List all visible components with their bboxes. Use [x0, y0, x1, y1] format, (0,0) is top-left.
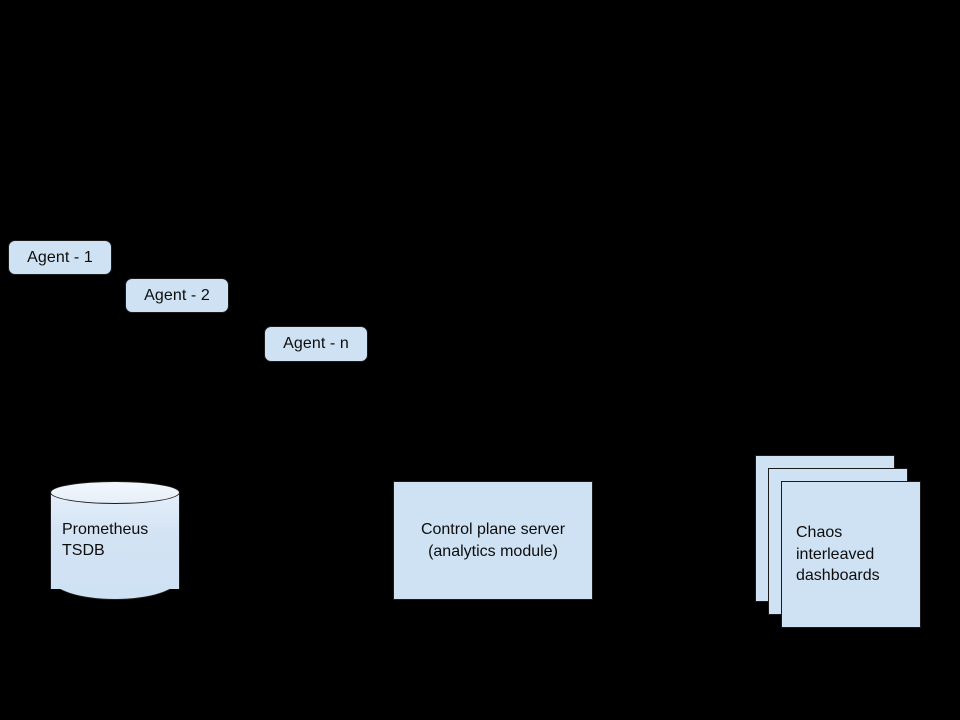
node-agent-n-label: Agent - n — [283, 335, 349, 352]
dashboards-label-line2: interleaved — [796, 545, 875, 563]
cylinder-body-shape — [50, 492, 180, 589]
datastore-label-line2: TSDB — [62, 541, 105, 559]
node-agent-2-label: Agent - 2 — [144, 286, 210, 304]
arrowhead-icon — [745, 531, 758, 545]
node-control-plane-server[interactable]: Control plane server (analytics module) — [393, 481, 593, 600]
node-agent-1-label: Agent - 1 — [27, 248, 93, 266]
dashboards-label-line3: dashboards — [796, 567, 880, 585]
node-prometheus-tsdb[interactable]: Prometheus TSDB — [50, 481, 180, 600]
node-agent-n[interactable]: Agent - n — [264, 326, 368, 362]
control-plane-label-line2: (analytics module) — [428, 542, 558, 560]
datastore-label-line1: Prometheus — [62, 520, 149, 538]
node-prometheus-tsdb-label: Prometheus TSDB — [50, 481, 180, 600]
node-chaos-interleaved-dashboards[interactable]: Chaos interleaved dashboards — [781, 481, 921, 628]
connector-line-to-dashboards — [700, 537, 746, 538]
node-agent-1[interactable]: Agent - 1 — [8, 240, 112, 275]
cylinder-top-shape — [50, 481, 180, 504]
node-agent-2[interactable]: Agent - 2 — [125, 278, 229, 313]
dashboards-label-line1: Chaos — [796, 524, 843, 542]
control-plane-label-line1: Control plane server — [420, 520, 566, 538]
